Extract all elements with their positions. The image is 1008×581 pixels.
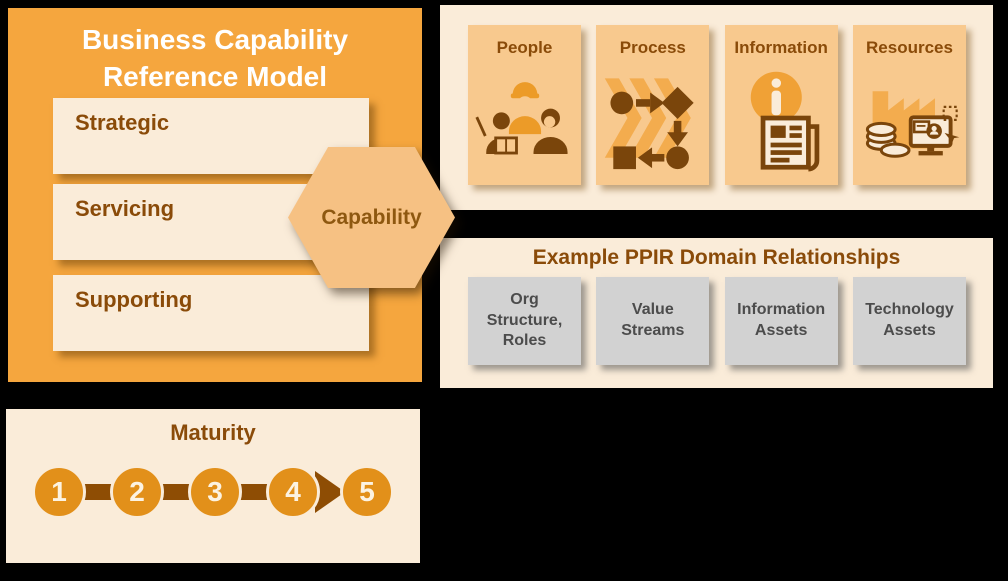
- maturity-level-5-label: 5: [359, 476, 375, 507]
- maturity-connector: [237, 484, 271, 500]
- resources-label: Resources: [866, 38, 953, 57]
- resources-icon: [866, 91, 960, 158]
- maturity-level-4-label: 4: [285, 476, 301, 507]
- ppir-card-information: Information: [724, 25, 838, 185]
- domain-relationships-title: Example PPIR Domain Relationships: [532, 246, 901, 269]
- domain-card-information-assets: Information Assets: [724, 277, 838, 365]
- technology-assets-label: Technology Assets: [865, 301, 954, 339]
- maturity-level-5: 5: [340, 465, 394, 519]
- information-assets-label: Information Assets: [737, 301, 826, 339]
- ppir-card-process: Process: [596, 25, 710, 185]
- layer-strategic-label: Strategic: [75, 110, 170, 135]
- domain-cards-row: Org Structure, Roles Value Streams Infor…: [468, 277, 966, 365]
- process-label: Process: [619, 38, 686, 57]
- domain-relationships-panel: Example PPIR Domain Relationships Org St…: [440, 238, 993, 388]
- ppir-card-people: People: [468, 25, 581, 185]
- maturity-title: Maturity: [170, 420, 256, 445]
- layer-servicing-label: Servicing: [75, 196, 175, 221]
- capability-label: Capability: [321, 205, 422, 229]
- maturity-level-1-label: 1: [51, 476, 67, 507]
- hexagon-shape: Capability: [288, 147, 455, 288]
- maturity-panel: Maturity 1 2 3 4 5: [6, 409, 420, 563]
- maturity-connector: [81, 484, 115, 500]
- ppir-card-resources: Resources: [852, 25, 966, 185]
- layer-strategic: Strategic: [53, 98, 369, 174]
- org-structure-roles-label: Org Structure, Roles: [486, 290, 563, 350]
- maturity-connector: [159, 484, 193, 500]
- maturity-level-3: 3: [188, 465, 242, 519]
- domain-card-org-structure-roles: Org Structure, Roles: [468, 277, 581, 365]
- maturity-scale: 1 2 3 4 5: [6, 465, 420, 519]
- people-label: People: [496, 38, 553, 57]
- value-streams-label: Value Streams: [621, 301, 685, 339]
- process-icon: [604, 78, 694, 170]
- maturity-level-2: 2: [110, 465, 164, 519]
- layer-supporting: Supporting: [53, 275, 369, 351]
- ppir-cards-row: People: [468, 25, 966, 185]
- maturity-level-3-label: 3: [207, 476, 223, 507]
- information-icon: [750, 71, 820, 172]
- capability-hexagon: Capability: [288, 147, 455, 288]
- domain-card-technology-assets: Technology Assets: [852, 277, 966, 365]
- maturity-level-2-label: 2: [129, 476, 145, 507]
- people-icon: [474, 82, 568, 155]
- maturity-level-1: 1: [32, 465, 86, 519]
- maturity-level-4: 4: [266, 465, 320, 519]
- information-label: Information: [734, 38, 828, 57]
- layer-supporting-label: Supporting: [75, 287, 193, 312]
- ppir-cards-panel: People: [440, 5, 993, 210]
- reference-model-title: Business Capability Reference Model: [81, 24, 349, 92]
- domain-card-value-streams: Value Streams: [596, 277, 710, 365]
